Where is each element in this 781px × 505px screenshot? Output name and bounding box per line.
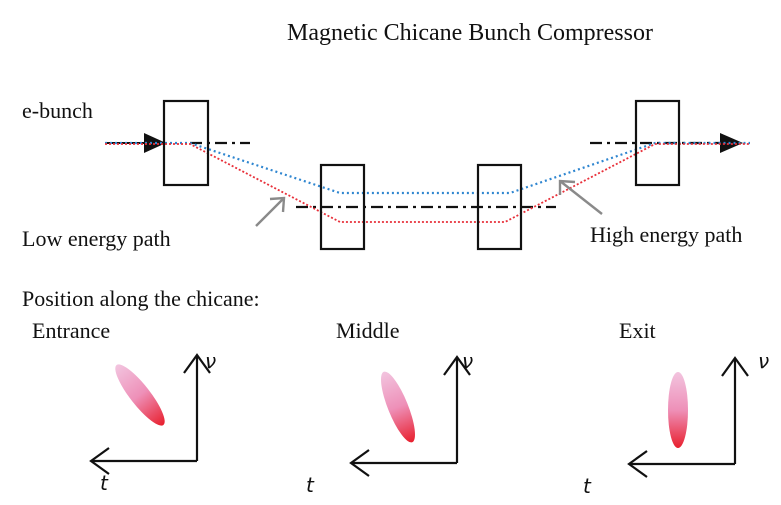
position-heading: Position along the chicane: bbox=[22, 286, 260, 311]
diagram-title: Magnetic Chicane Bunch Compressor bbox=[287, 20, 653, 46]
stage-label-exit: Exit bbox=[619, 318, 656, 343]
phase-space-panel-exit: tν bbox=[583, 349, 769, 498]
ebunch-label: e-bunch bbox=[22, 98, 93, 123]
low-energy-pointer bbox=[255, 196, 286, 227]
axes-middle bbox=[349, 355, 471, 477]
exit-arrow-icon bbox=[720, 133, 743, 153]
dipole-magnet-1 bbox=[162, 99, 210, 187]
phase-space-panel-middle: tν bbox=[306, 349, 473, 497]
high-energy-path bbox=[105, 141, 750, 195]
high-energy-label: High energy path bbox=[590, 222, 742, 247]
energy-axis-label: ν bbox=[462, 349, 473, 373]
time-axis-arrow-icon bbox=[89, 447, 110, 475]
phase-space-panel-entrance: tν bbox=[89, 349, 216, 495]
magnets bbox=[162, 99, 681, 251]
stage-label-entrance: Entrance bbox=[32, 318, 110, 343]
high-energy-pointer bbox=[558, 179, 603, 215]
reference-axis bbox=[105, 141, 720, 209]
low-energy-label: Low energy path bbox=[22, 226, 171, 251]
time-axis-label: t bbox=[100, 471, 109, 495]
energy-axis-label: ν bbox=[205, 349, 216, 373]
electron-bunch-entrance bbox=[115, 364, 165, 426]
dipole-magnet-3 bbox=[476, 163, 523, 251]
time-axis-arrow-icon bbox=[627, 450, 648, 478]
time-axis-label: t bbox=[583, 474, 592, 498]
dipole-magnet-2 bbox=[319, 163, 366, 251]
axes-entrance bbox=[89, 353, 211, 475]
time-axis-arrow-icon bbox=[349, 449, 370, 477]
electron-bunch-middle bbox=[381, 371, 415, 443]
energy-axis-arrow-icon bbox=[721, 356, 749, 377]
time-axis-label: t bbox=[306, 473, 315, 497]
energy-axis-label: ν bbox=[758, 349, 769, 373]
low-energy-path bbox=[105, 143, 750, 223]
axes-exit bbox=[627, 356, 749, 478]
stage-label-middle: Middle bbox=[336, 318, 400, 343]
energy-axis-arrow-icon bbox=[443, 355, 471, 376]
energy-axis-arrow-icon bbox=[183, 353, 211, 374]
electron-bunch-exit bbox=[668, 372, 688, 448]
dipole-magnet-4 bbox=[634, 99, 681, 187]
